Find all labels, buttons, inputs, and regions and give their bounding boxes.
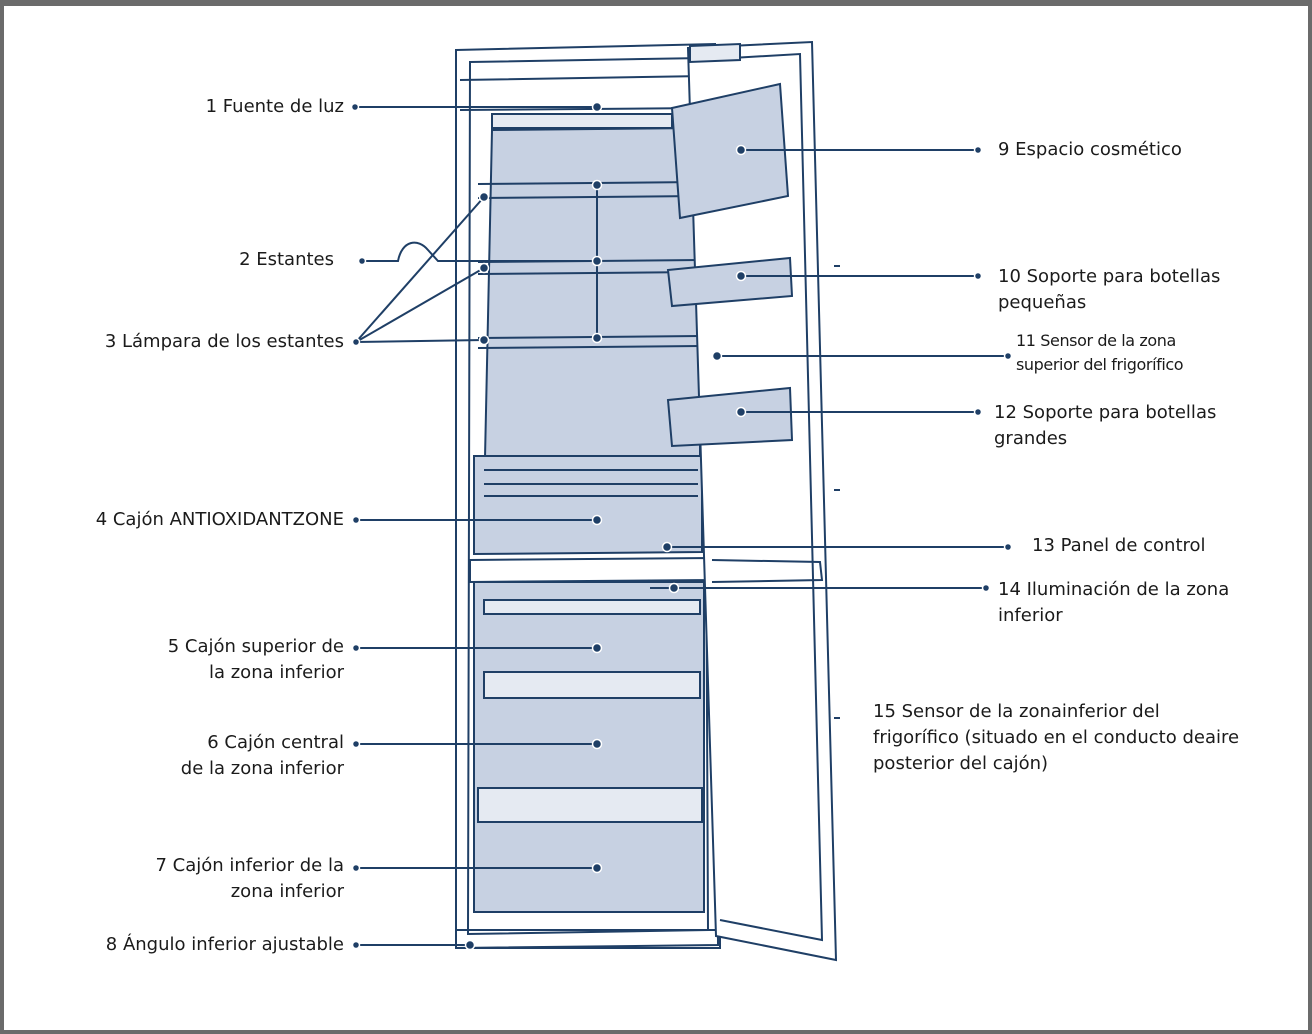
small-bottle-bin: [666, 256, 794, 308]
shelf-3: [477, 335, 701, 349]
shelf-1: [477, 181, 701, 199]
label-13-control-panel: 13 Panel de control: [1032, 535, 1206, 556]
label-11-upper-sensor: 11 Sensor de la zona superior del frigor…: [1016, 331, 1184, 374]
cosmetic-bin: [670, 82, 790, 220]
callout-line-3b: [355, 267, 485, 343]
label-10-small-bottle-holder: 10 Soporte para botellas pequeñas: [998, 266, 1221, 313]
label-8-adjustable-foot: 8 Ángulo inferior ajustable: [105, 934, 344, 955]
label-12-large-bottle-holder: 12 Soporte para botellas grandes: [994, 402, 1217, 449]
top-panel: [459, 75, 706, 111]
antioxidant-drawer: [473, 455, 703, 556]
lower-drawer-top: [483, 599, 701, 615]
divider-panel: [469, 556, 713, 584]
large-bottle-bin: [666, 386, 794, 448]
label-7-bottom-lower-drawer: 7 Cajón inferior de la zona inferior: [155, 855, 344, 902]
callout-line-2: [362, 241, 597, 262]
door-hinge: [689, 42, 741, 64]
label-15-lower-sensor: 15 Sensor de la zonainferior del frigorí…: [873, 701, 1240, 774]
callout-line-3c: [355, 339, 485, 343]
lower-drawer-bottom: [477, 787, 703, 823]
label-4-antioxidant-drawer: 4 Cajón ANTIOXIDANTZONE: [95, 509, 344, 530]
cabinet-base: [456, 929, 721, 949]
callout-dots: [350, 101, 1013, 951]
door-inner-edge: [697, 52, 824, 942]
callout-line-3a: [355, 196, 485, 343]
label-9-cosmetic-space: 9 Espacio cosmético: [998, 139, 1182, 160]
label-3-shelf-lamp: 3 Lámpara de los estantes: [104, 331, 344, 352]
callout-lines: [355, 106, 1008, 946]
door-lower-panel: [711, 559, 824, 583]
light-housing: [491, 113, 673, 129]
label-1-light-source: 1 Fuente de luz: [205, 96, 344, 117]
label-6-central-lower-drawer: 6 Cajón central de la zona inferior: [180, 732, 344, 779]
fridge-illustration: [455, 40, 840, 962]
lower-drawer-middle: [483, 671, 701, 699]
label-5-upper-lower-drawer: 5 Cajón superior de la zona inferior: [167, 636, 344, 683]
label-14-lower-lighting: 14 Iluminación de la zona inferior: [998, 579, 1230, 626]
label-2-shelves: 2 Estantes: [239, 249, 334, 270]
lower-compartment: [473, 581, 705, 913]
